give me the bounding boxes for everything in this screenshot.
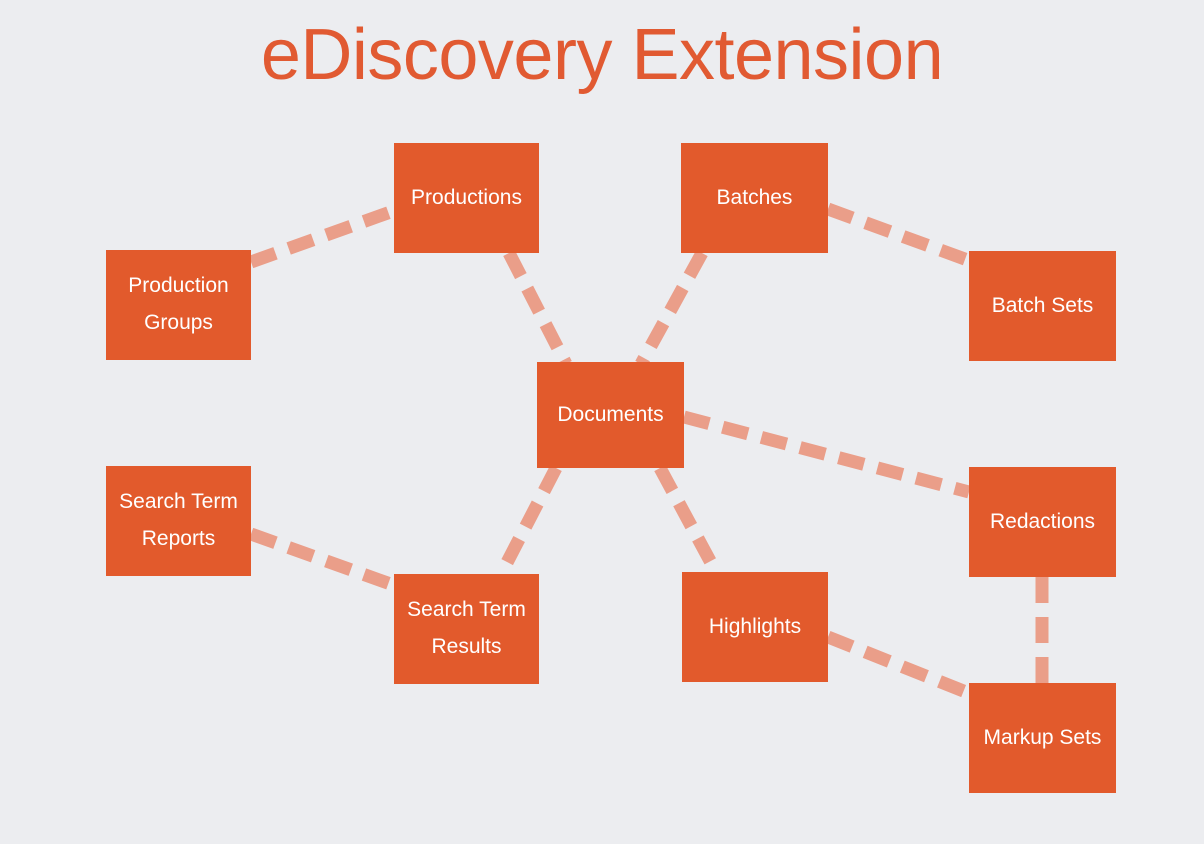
edge-batches-batch-sets <box>825 202 976 269</box>
node-batch-sets[interactable]: Batch Sets <box>969 251 1116 361</box>
edge-batches-documents <box>635 249 708 368</box>
edge-documents-highlights <box>654 464 722 576</box>
node-label-line: Results <box>431 635 502 658</box>
node-batches[interactable]: Batches <box>681 143 828 253</box>
node-label-batch-sets: Batch Sets <box>975 288 1110 325</box>
node-label-line: Redactions <box>989 509 1096 533</box>
node-label-line: Batches <box>716 185 793 209</box>
node-label-line: Productions <box>411 185 522 209</box>
edge-highlights-markup-sets <box>825 630 974 701</box>
node-productions[interactable]: Productions <box>394 143 539 253</box>
edge-documents-redactions <box>682 410 971 499</box>
node-label-batches: Batches <box>687 180 822 217</box>
node-label-line: Search Term <box>119 490 238 514</box>
node-label-line: Markup Sets <box>983 725 1102 749</box>
node-label-line: Highlights <box>708 614 802 638</box>
node-documents[interactable]: Documents <box>537 362 684 468</box>
node-label-line: Production <box>128 274 229 298</box>
node-label-line: Documents <box>557 402 664 426</box>
node-highlights[interactable]: Highlights <box>682 572 828 682</box>
node-redactions[interactable]: Redactions <box>969 467 1116 577</box>
node-label-markup-sets: Markup Sets <box>975 720 1110 757</box>
edge-production-groups-productions <box>248 203 399 269</box>
node-markup-sets[interactable]: Markup Sets <box>969 683 1116 793</box>
page-title: eDiscovery Extension <box>260 15 944 95</box>
edge-documents-search-term-results <box>495 465 562 577</box>
node-label-redactions: Redactions <box>975 504 1110 541</box>
node-label-highlights: Highlights <box>688 609 822 646</box>
node-label-line: Reports <box>141 527 216 550</box>
node-label-line: Groups <box>144 311 213 334</box>
node-label-documents: Documents <box>543 397 678 434</box>
edge-productions-documents <box>503 250 572 367</box>
node-label-productions: Productions <box>400 180 533 217</box>
node-label-line: Batch Sets <box>991 293 1094 317</box>
node-label-line: Search Term <box>407 598 526 622</box>
edge-search-term-reports-results <box>248 527 399 593</box>
